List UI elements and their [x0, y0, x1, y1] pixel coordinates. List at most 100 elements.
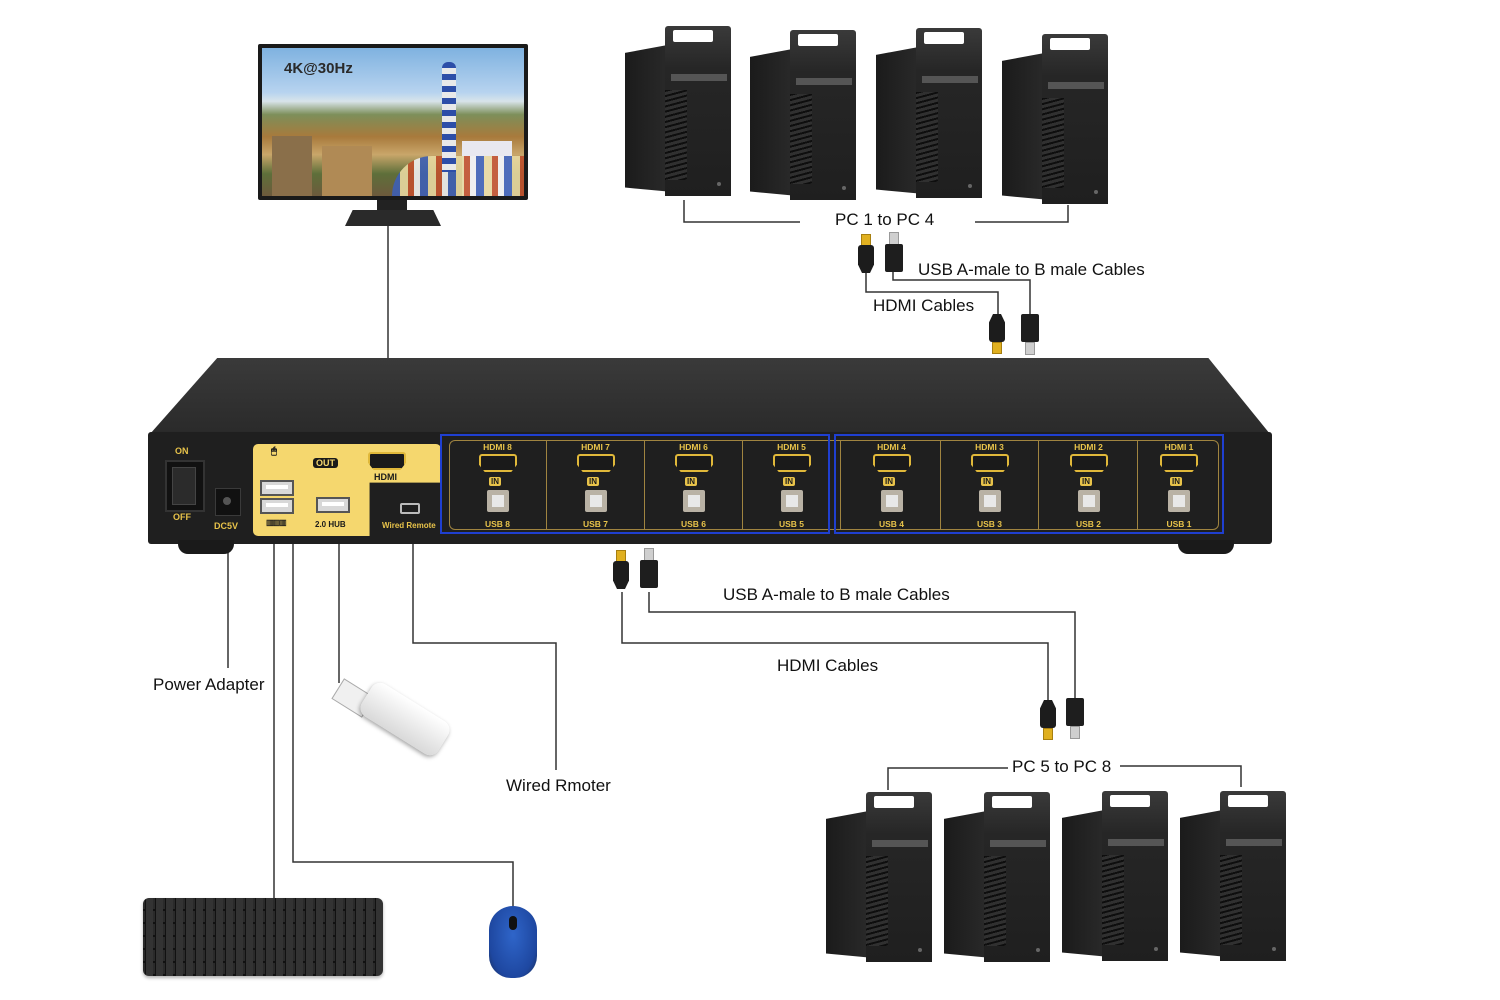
usb-plug-icon	[1065, 698, 1085, 740]
usb-in-label: USB 8	[484, 519, 511, 529]
pc-bottom-bracket-right	[1120, 765, 1242, 787]
hdmi-plug-icon	[611, 550, 631, 592]
hdmi-in-port[interactable]	[773, 454, 811, 472]
mouse-port-icon: 🖱	[271, 446, 277, 457]
hdmi-plug-icon	[856, 234, 876, 276]
input-group-outline	[834, 434, 1224, 534]
hdmi-in-port[interactable]	[577, 454, 615, 472]
top-usb-cable	[892, 270, 1031, 318]
hdmi-in-port[interactable]	[479, 454, 517, 472]
kvm-foot	[178, 540, 234, 554]
usb-b-port[interactable]	[683, 490, 705, 512]
usb-b-port[interactable]	[1078, 490, 1100, 512]
hdmi-in-port[interactable]	[971, 454, 1009, 472]
usb-keyboard-port[interactable]	[260, 498, 294, 514]
monitor-stand-neck	[377, 200, 407, 212]
keyboard-port-icon: ▥▥▥	[266, 518, 287, 527]
usb-b-port[interactable]	[1168, 490, 1190, 512]
usb-mouse-port[interactable]	[260, 480, 294, 496]
in-label: IN	[981, 477, 993, 486]
wired-remote-label: Wired Rmoter	[506, 776, 611, 795]
usb-hub-port[interactable]	[316, 497, 350, 513]
screen-mosaic	[392, 156, 524, 196]
pc-tower	[750, 30, 856, 200]
power-adapter-label: Power Adapter	[153, 675, 265, 694]
hdmi-in-port[interactable]	[1160, 454, 1198, 472]
kvm-top-cover	[150, 358, 1270, 434]
top-hdmi-cable-label: HDMI Cables	[873, 296, 975, 315]
usb-b-port[interactable]	[979, 490, 1001, 512]
pc-bottom-group-label: PC 5 to PC 8	[1012, 757, 1112, 776]
dc-label: DC5V	[214, 521, 239, 531]
pc-bottom-bracket-left	[887, 767, 1008, 790]
usb-in-label: USB 3	[976, 519, 1003, 529]
in-label: IN	[1080, 477, 1092, 486]
wired-remote-port-label: Wired Remote	[382, 521, 436, 530]
hdmi-out-port[interactable]	[368, 452, 406, 470]
monitor-stand-base	[345, 210, 441, 226]
usb-in-label: USB 7	[582, 519, 609, 529]
usb-b-port[interactable]	[487, 490, 509, 512]
hdmi-out-label: HDMI	[374, 472, 397, 482]
kvm-foot	[1178, 540, 1234, 554]
screen-tower	[442, 62, 456, 172]
monitor-screen: 4K@30Hz	[262, 48, 524, 196]
pc-tower	[1002, 34, 1108, 204]
power-on-label: ON	[175, 446, 189, 456]
bottom-hdmi-cable-label: HDMI Cables	[777, 656, 879, 675]
monitor: 4K@30Hz	[258, 44, 528, 200]
usb-b-port[interactable]	[881, 490, 903, 512]
screen-building	[272, 136, 312, 196]
wired-remote-port[interactable]	[400, 503, 420, 514]
usb-plug-icon	[639, 548, 659, 590]
hdmi-in-port[interactable]	[873, 454, 911, 472]
mouse-line	[292, 533, 514, 910]
keyboard-icon	[143, 898, 383, 976]
usb-b-port[interactable]	[585, 490, 607, 512]
pc-top-bracket-right	[975, 205, 1069, 223]
hdmi-in-port[interactable]	[1070, 454, 1108, 472]
hdmi-in-label: HDMI 4	[877, 442, 906, 452]
pc-top-bracket-left	[683, 200, 800, 223]
input-port: HDMI 5 IN USB 5	[743, 440, 841, 530]
hdmi-in-port[interactable]	[675, 454, 713, 472]
hdmi-in-label: HDMI 1	[1164, 442, 1194, 452]
bottom-usb-cable	[648, 592, 1076, 700]
in-label: IN	[1170, 477, 1182, 486]
power-off-label: OFF	[173, 512, 191, 522]
in-label: IN	[685, 477, 697, 486]
in-label: IN	[783, 477, 795, 486]
dc-power-jack[interactable]	[215, 488, 241, 516]
usb-in-label: USB 5	[778, 519, 805, 529]
bottom-usb-cable-label: USB A-male to B male Cables	[723, 585, 950, 604]
hdmi-in-label: HDMI 7	[581, 442, 610, 452]
hdmi-plug-icon	[1038, 700, 1058, 742]
top-hdmi-cable	[865, 270, 999, 318]
pc-tower	[826, 792, 932, 962]
pc-tower	[1062, 791, 1168, 961]
hdmi-in-label: HDMI 6	[679, 442, 708, 452]
usb-b-port[interactable]	[781, 490, 803, 512]
pc-top-group-label: PC 1 to PC 4	[835, 210, 935, 229]
usb-in-label: USB 4	[878, 519, 905, 529]
hdmi-in-label: HDMI 2	[1074, 442, 1103, 452]
resolution-label: 4K@30Hz	[284, 60, 353, 77]
hdmi-in-label: HDMI 5	[777, 442, 806, 452]
input-port: HDMI 6 IN USB 6	[645, 440, 743, 530]
remote-line	[412, 532, 557, 770]
pc-tower	[1180, 791, 1286, 961]
usb-plug-icon	[1020, 314, 1040, 356]
input-group-outline	[440, 434, 830, 534]
bottom-hdmi-cable	[621, 592, 1049, 700]
usb-in-label: USB 6	[680, 519, 707, 529]
pc-tower	[625, 26, 731, 196]
power-switch-rocker[interactable]	[172, 467, 196, 505]
pc-tower	[944, 792, 1050, 962]
